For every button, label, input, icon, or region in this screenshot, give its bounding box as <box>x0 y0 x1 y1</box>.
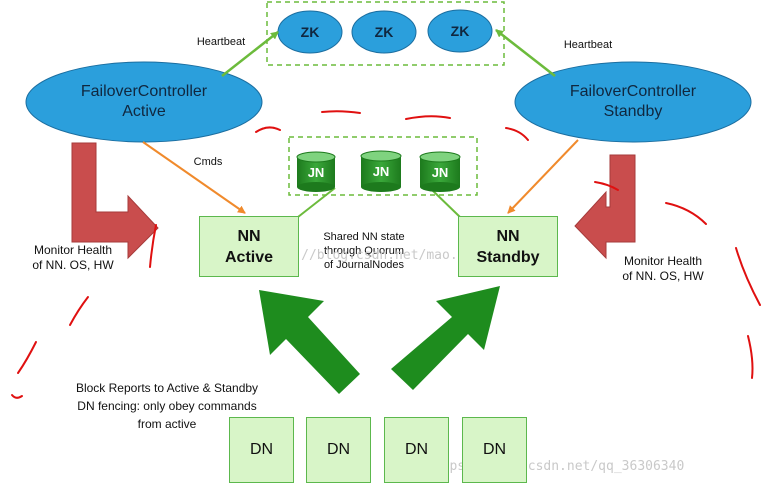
jn-cylinder-1 <box>296 151 336 192</box>
block-reports-label: Block Reports to Active & Standby DN fen… <box>50 379 284 433</box>
monitor-left-line-2: of NN. OS, HW <box>32 258 114 272</box>
monitor-arrow-right <box>574 154 636 260</box>
shared-state-label: Shared NN state through Quorum of Journa… <box>298 230 430 272</box>
jn-cylinder-3 <box>419 151 461 192</box>
monitor-left-line-1: Monitor Health <box>33 243 113 257</box>
jn-node-1: JN <box>307 164 325 180</box>
nn-active-box: NN Active <box>199 216 299 277</box>
cmds-arrow-right <box>507 139 579 214</box>
zk-node-2: ZK <box>374 24 394 40</box>
block-reports-line-3: from active <box>137 417 197 431</box>
jn-to-nn-active-line <box>297 187 336 218</box>
heartbeat-label-right: Heartbeat <box>563 39 613 51</box>
zk-node-3: ZK <box>450 23 470 39</box>
cmds-arrow-left <box>142 141 246 214</box>
block-report-arrow-right <box>391 286 500 390</box>
watermark-middle: http://blog.csdn.net/mao...Z <box>262 248 482 263</box>
jn-to-nn-standby-line <box>429 187 461 218</box>
shared-state-line-1: Shared NN state <box>323 231 405 243</box>
red-annotation-strokes <box>11 110 761 399</box>
jn-node-3: JN <box>431 164 449 180</box>
cmds-label: Cmds <box>193 156 223 168</box>
heartbeat-arrow-right <box>495 29 556 77</box>
data-node-1: DN <box>229 417 294 483</box>
data-node-3: DN <box>384 417 449 483</box>
zk-node-1: ZK <box>300 24 320 40</box>
shared-state-line-2: through Quorum <box>323 245 405 257</box>
data-node-4: DN <box>462 417 527 483</box>
jn-node-2: JN <box>372 163 390 179</box>
failover-standby-shape <box>514 61 752 143</box>
monitor-right-line-1: Monitor Health <box>623 254 703 268</box>
data-node-2: DN <box>306 417 371 483</box>
heartbeat-label-left: Heartbeat <box>196 36 246 48</box>
nn-standby-box: NN Standby <box>458 216 558 277</box>
zk-node-2-shape <box>351 10 417 54</box>
heartbeat-arrow-left <box>221 31 279 77</box>
zk-node-3-shape <box>427 9 493 53</box>
failover-controller-standby: FailoverController Standby <box>569 83 697 120</box>
monitor-right-line-2: of NN. OS, HW <box>622 269 704 283</box>
monitor-health-right: Monitor Health of NN. OS, HW <box>610 254 716 284</box>
shared-state-line-3: of JournalNodes <box>323 259 405 271</box>
block-report-arrow-left <box>259 290 360 394</box>
jn-group-border <box>288 136 478 196</box>
monitor-arrow-left <box>71 142 159 260</box>
block-reports-line-1: Block Reports to Active & Standby <box>75 381 259 395</box>
block-reports-line-2: DN fencing: only obey commands <box>77 399 257 413</box>
zk-group-border <box>266 1 505 66</box>
failover-controller-active: FailoverController Active <box>80 83 208 120</box>
monitor-health-left: Monitor Health of NN. OS, HW <box>20 243 126 273</box>
jn-cylinder-2 <box>360 150 402 192</box>
